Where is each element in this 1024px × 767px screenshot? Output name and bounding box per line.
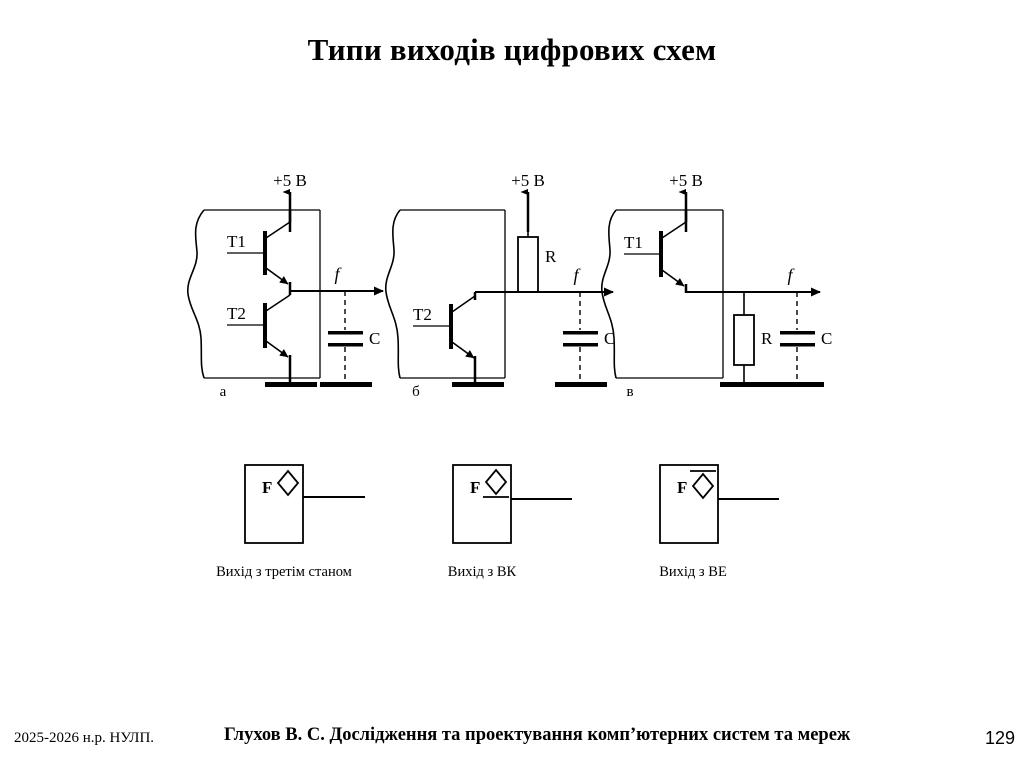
- ground-symbol-a: [265, 382, 317, 387]
- symbol-letter-open-collector: F: [470, 478, 480, 497]
- t2-collector-lead-a: [265, 294, 291, 312]
- resistor-body-v: [733, 314, 755, 366]
- output-label-v: f: [787, 265, 795, 285]
- supply-label-b: +5 В: [511, 171, 545, 190]
- symbol-three-state: F Вихід з третім станом: [216, 464, 365, 580]
- cap-plate-top-b: [563, 331, 598, 335]
- symbol-letter-emitter-follower: F: [677, 478, 687, 497]
- transistor-label-t2-b: T2: [413, 305, 432, 324]
- break-line-b: [385, 209, 401, 379]
- symbol-box-emitter-follower: [659, 464, 719, 544]
- cap-ground-symbol-b: [555, 382, 607, 387]
- symbol-caption-three-state: Вихід з третім станом: [216, 564, 352, 580]
- t2-emitter-lead-a: [265, 340, 289, 358]
- break-line-a: [187, 209, 205, 379]
- resistor-label-b: R: [545, 247, 557, 266]
- diamond-icon-three-state: [276, 469, 300, 497]
- cap-plate-top-a: [328, 331, 363, 335]
- cap-plate-bottom-b: [563, 343, 598, 347]
- resistor-label-v: R: [761, 329, 773, 348]
- t1-emitter-lead-a: [265, 267, 289, 285]
- slide-number: 129: [985, 728, 1016, 748]
- circuit-index-b: б: [412, 384, 420, 400]
- supply-label-v: +5 В: [669, 171, 703, 190]
- break-line-v: [601, 209, 617, 379]
- capacitor-label-a: C: [369, 329, 380, 348]
- slide-footer: 2025-2026 н.р. НУЛП. Глухов В. С. Дослід…: [0, 722, 1024, 767]
- transistor-label-t2-a: T2: [227, 304, 246, 323]
- symbol-letter-three-state: F: [262, 478, 272, 497]
- ground-symbol-v: [720, 382, 772, 387]
- symbol-caption-emitter-follower: Вихід з ВЕ: [659, 564, 727, 580]
- transistor-label-t1-a: T1: [227, 232, 246, 251]
- capacitor-label-b: C: [604, 329, 615, 348]
- resistor-body-b: [517, 236, 539, 293]
- diamond-icon-open-collector: [484, 468, 508, 496]
- cap-plate-bottom-v: [780, 343, 815, 347]
- circuit-a: +5 В T1 T2 f: [187, 171, 384, 400]
- t1-collector-lead-a: [265, 221, 291, 239]
- cap-ground-symbol-v: [772, 382, 824, 387]
- t1-collector-lead-v: [661, 221, 687, 239]
- output-label-a: f: [334, 264, 342, 284]
- cap-plate-bottom-a: [328, 343, 363, 347]
- footer-author-title: Глухов В. С. Дослідження та проектування…: [224, 725, 851, 745]
- symbol-caption-open-collector: Вихід з ВК: [448, 564, 517, 580]
- symbol-box-three-state: [244, 464, 304, 544]
- t2-emitter-lead-b: [451, 341, 475, 359]
- circuit-b: +5 В R T2 f: [385, 171, 615, 400]
- circuit-index-v: в: [626, 384, 633, 400]
- cap-ground-symbol-a: [320, 382, 372, 387]
- supply-label-a: +5 В: [273, 171, 307, 190]
- capacitor-label-v: C: [821, 329, 832, 348]
- symbol-open-collector: F Вихід з ВК: [448, 464, 572, 580]
- circuit-index-a: а: [220, 384, 227, 400]
- ground-symbol-b: [452, 382, 504, 387]
- diamond-icon-emitter-follower: [691, 472, 715, 500]
- symbol-emitter-follower: F Вихід з ВЕ: [659, 464, 779, 580]
- t1-emitter-lead-v: [661, 269, 685, 287]
- footer-course-info: 2025-2026 н.р. НУЛП.: [14, 730, 155, 746]
- circuit-v: +5 В T1 f R: [601, 171, 832, 400]
- transistor-label-t1-v: T1: [624, 233, 643, 252]
- t2-collector-lead-b: [451, 295, 476, 313]
- cap-plate-top-v: [780, 331, 815, 335]
- page-title: Типи виходів цифрових схем: [307, 32, 717, 67]
- output-label-b: f: [573, 265, 581, 285]
